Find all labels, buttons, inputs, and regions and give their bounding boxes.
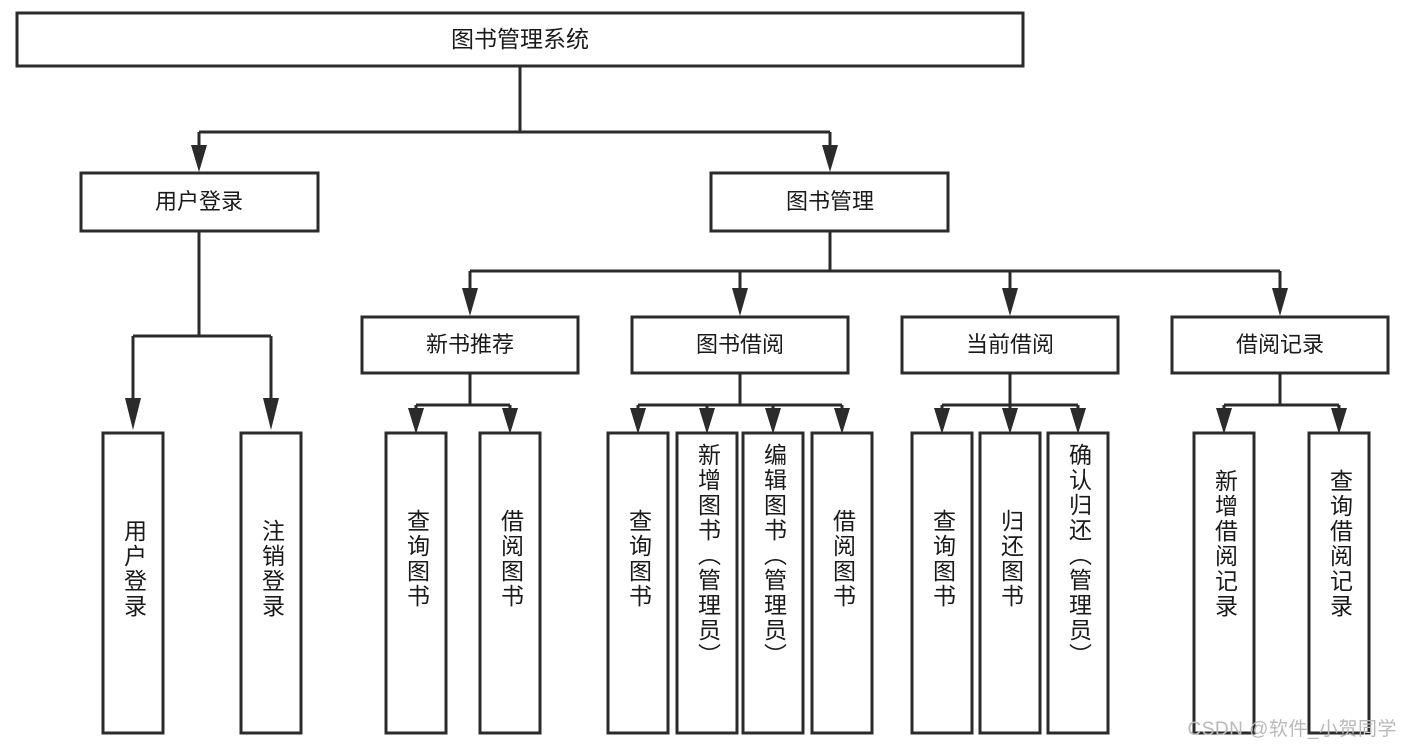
arrowhead-book-manage — [822, 145, 838, 172]
node-current-borrow-label: 当前借阅 — [966, 332, 1054, 357]
arrowhead-leaf-book-borrow-4 — [834, 408, 850, 434]
arrowhead-current-borrow — [1002, 288, 1018, 316]
arrowhead-leaf-book-borrow-2 — [699, 408, 715, 434]
leaf-box-current-borrow-3[interactable] — [1046, 431, 1110, 735]
arrowhead-leaf-user-login-1 — [125, 398, 141, 430]
leaf-box-user-login-2[interactable] — [239, 431, 303, 735]
leaf-box-book-borrow-2[interactable] — [675, 431, 739, 735]
node-root-label: 图书管理系统 — [451, 26, 589, 52]
arrowhead-leaf-book-borrow-1 — [630, 408, 646, 434]
leaf-box-current-borrow-2[interactable] — [978, 431, 1042, 735]
arrowhead-leaf-new-book-1 — [408, 408, 424, 434]
csdn-watermark: CSDN @软件_小贺同学 — [1187, 719, 1397, 740]
node-root-box — [15, 11, 1025, 68]
node-borrow-record-box — [1170, 315, 1390, 375]
node-book-borrow-box — [630, 315, 850, 375]
node-book-borrow-label: 图书借阅 — [696, 332, 784, 357]
node-root[interactable]: 图书管理系统 — [15, 11, 1025, 68]
arrowhead-leaf-new-book-2 — [502, 408, 518, 434]
node-new-book-recommend[interactable]: 新书推荐 — [360, 315, 580, 375]
node-current-borrow-box — [900, 315, 1120, 375]
node-current-borrow[interactable]: 当前借阅 — [900, 315, 1120, 375]
arrowhead-leaf-user-login-2 — [263, 398, 279, 430]
arrowhead-leaf-current-borrow-2 — [1002, 408, 1018, 434]
leaf-box-new-book-2[interactable] — [478, 431, 542, 735]
leaf-box-book-borrow-4[interactable] — [810, 431, 874, 735]
arrowhead-book-borrow — [732, 288, 748, 316]
leaf-box-book-borrow-3[interactable] — [741, 431, 805, 735]
leaf-box-user-login-1[interactable] — [101, 431, 165, 735]
leaf-box-new-book-1[interactable] — [384, 431, 448, 735]
arrowhead-leaf-current-borrow-1 — [934, 408, 950, 434]
arrowhead-new-book — [462, 288, 478, 316]
node-book-manage-box — [709, 171, 950, 233]
arrowhead-leaf-book-borrow-3 — [765, 408, 781, 434]
node-new-book-recommend-label: 新书推荐 — [426, 332, 514, 357]
node-new-book-recommend-box — [360, 315, 580, 375]
leaf-box-borrow-record-2[interactable] — [1307, 431, 1371, 735]
node-borrow-record[interactable]: 借阅记录 — [1170, 315, 1390, 375]
leaf-box-borrow-record-1[interactable] — [1192, 431, 1256, 735]
node-borrow-record-label: 借阅记录 — [1236, 332, 1324, 357]
node-user-login-label: 用户登录 — [155, 189, 243, 214]
leaf-box-book-borrow-1[interactable] — [606, 431, 670, 735]
node-book-borrow[interactable]: 图书借阅 — [630, 315, 850, 375]
arrowhead-borrow-record — [1272, 288, 1288, 316]
leaf-box-current-borrow-1[interactable] — [910, 431, 974, 735]
arrowhead-leaf-borrow-record-2 — [1331, 408, 1347, 434]
arrowhead-user-login — [191, 145, 207, 172]
node-book-manage[interactable]: 图书管理 — [709, 171, 950, 233]
arrowhead-leaf-borrow-record-1 — [1216, 408, 1232, 434]
node-book-manage-label: 图书管理 — [786, 189, 874, 214]
arrowhead-leaf-current-borrow-3 — [1070, 408, 1086, 434]
node-user-login[interactable]: 用户登录 — [79, 171, 320, 233]
